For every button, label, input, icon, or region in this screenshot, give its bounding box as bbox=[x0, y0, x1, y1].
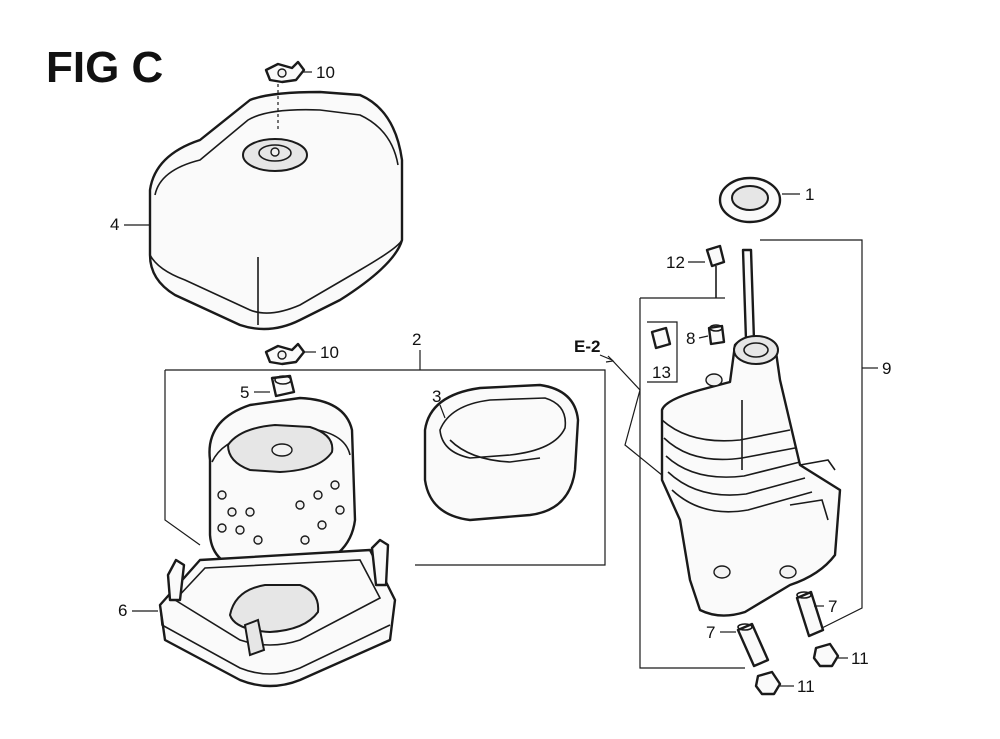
bracket-9 bbox=[760, 239, 863, 631]
bracket-2-left bbox=[164, 370, 201, 546]
air-cleaner-cover bbox=[148, 90, 404, 331]
bracket-2 bbox=[165, 369, 606, 566]
callout-7-left: 7 bbox=[706, 623, 715, 642]
stud-bolt bbox=[741, 248, 756, 342]
callout-7-right: 7 bbox=[828, 597, 837, 616]
nut-right bbox=[812, 642, 840, 668]
pipe-right bbox=[795, 590, 825, 638]
grommet-nut bbox=[270, 374, 296, 398]
reference-arrow bbox=[599, 354, 613, 361]
callout-10-middle: 10 bbox=[320, 343, 339, 362]
nut-small bbox=[650, 326, 672, 350]
pipe-left bbox=[736, 622, 770, 668]
callout-4: 4 bbox=[110, 215, 119, 234]
callout-11-right: 11 bbox=[851, 649, 869, 668]
callout-10-top: 10 bbox=[316, 63, 335, 82]
callout-13: 13 bbox=[652, 363, 671, 382]
callout-9: 9 bbox=[882, 359, 891, 378]
callout-1: 1 bbox=[805, 185, 814, 204]
elbow-pipe bbox=[660, 335, 842, 617]
callout-11-left: 11 bbox=[797, 677, 815, 696]
wing-nut-top bbox=[264, 60, 306, 84]
callout-8: 8 bbox=[686, 329, 695, 348]
reference-line bbox=[611, 359, 669, 481]
air-cleaner-case bbox=[158, 538, 397, 688]
callout-3: 3 bbox=[432, 387, 441, 406]
gasket bbox=[718, 176, 782, 224]
foam-filter bbox=[423, 383, 580, 522]
leader-8 bbox=[698, 335, 709, 339]
paper-filter-element bbox=[208, 396, 357, 574]
leader-3 bbox=[439, 404, 446, 419]
callout-5: 5 bbox=[240, 383, 249, 402]
nut-left bbox=[754, 670, 782, 696]
inset-13 bbox=[647, 321, 678, 383]
callout-6: 6 bbox=[118, 601, 127, 620]
reference-label: E-2 bbox=[574, 337, 600, 356]
callout-12: 12 bbox=[666, 253, 685, 272]
bolt bbox=[705, 244, 726, 298]
callout-2: 2 bbox=[412, 330, 421, 349]
bracket-9-left bbox=[639, 298, 745, 669]
wing-nut-middle bbox=[264, 342, 306, 366]
collar bbox=[707, 324, 726, 346]
figure-title: FIG C bbox=[46, 43, 163, 92]
